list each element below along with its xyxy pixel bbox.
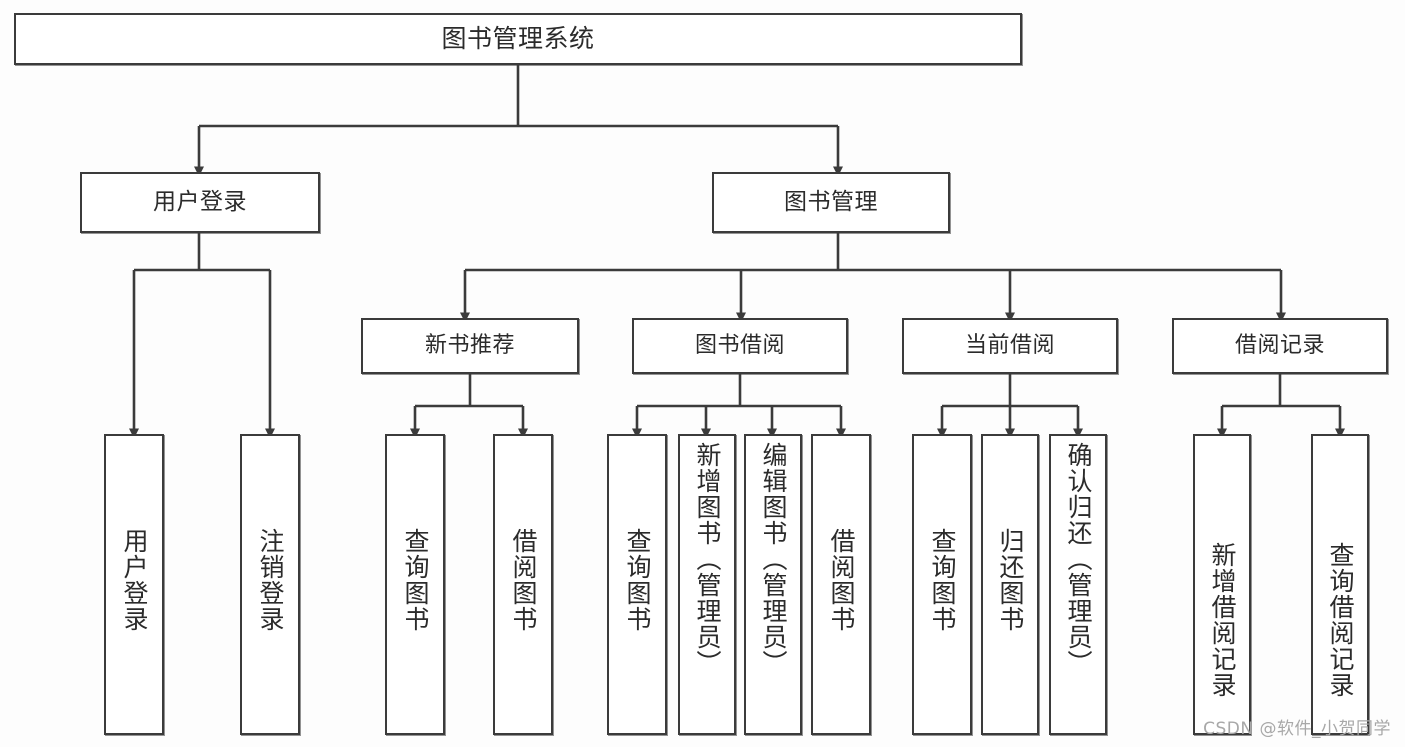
leaf-borrow-records-add[interactable]: 新增借阅记录 — [1193, 434, 1251, 735]
leaf-book-borrow-borrow[interactable]: 借阅图书 — [811, 434, 871, 735]
leaf-borrow-records-query[interactable]: 查询借阅记录 — [1311, 434, 1369, 735]
leaf-user-login-logout[interactable]: 注销登录 — [240, 434, 300, 735]
leaf-current-borrow-confirm[interactable]: 确认归还（管理员） — [1049, 434, 1107, 735]
node-user-login-label: 用户登录 — [153, 189, 247, 216]
node-new-book-recommend[interactable]: 新书推荐 — [361, 318, 579, 374]
node-book-borrow-label: 图书借阅 — [694, 332, 785, 358]
node-current-borrow-label: 当前借阅 — [964, 332, 1055, 358]
node-root-system[interactable]: 图书管理系统 — [14, 13, 1022, 65]
leaf-new-book-borrow[interactable]: 借阅图书 — [493, 434, 553, 735]
leaf-borrow-records-query-label: 查询借阅记录 — [1326, 542, 1355, 698]
leaf-new-book-borrow-label: 借阅图书 — [509, 528, 538, 632]
leaf-current-borrow-confirm-label: 确认归还（管理员） — [1064, 442, 1093, 676]
leaf-borrow-records-add-label: 新增借阅记录 — [1208, 542, 1237, 698]
node-user-login[interactable]: 用户登录 — [80, 172, 320, 233]
leaf-new-book-query-label: 查询图书 — [401, 528, 430, 632]
leaf-book-borrow-edit[interactable]: 编辑图书（管理员） — [744, 434, 802, 735]
node-book-manage[interactable]: 图书管理 — [712, 172, 950, 233]
leaf-user-login-login[interactable]: 用户登录 — [104, 434, 164, 735]
leaf-current-borrow-query[interactable]: 查询图书 — [912, 434, 972, 735]
csdn-watermark: CSDN @软件_小贺同学 — [1203, 719, 1391, 739]
node-book-borrow[interactable]: 图书借阅 — [632, 318, 848, 374]
leaf-current-borrow-return[interactable]: 归还图书 — [981, 434, 1039, 735]
node-root-label: 图书管理系统 — [441, 23, 595, 53]
leaf-user-login-login-label: 用户登录 — [120, 528, 149, 632]
leaf-current-borrow-return-label: 归还图书 — [996, 528, 1025, 632]
leaf-new-book-query[interactable]: 查询图书 — [385, 434, 445, 735]
node-borrow-records-label: 借阅记录 — [1234, 332, 1325, 358]
leaf-book-borrow-add-label: 新增图书（管理员） — [693, 442, 722, 676]
leaf-book-borrow-query[interactable]: 查询图书 — [607, 434, 667, 735]
leaf-book-borrow-edit-label: 编辑图书（管理员） — [759, 442, 788, 676]
node-current-borrow[interactable]: 当前借阅 — [902, 318, 1118, 374]
leaf-current-borrow-query-label: 查询图书 — [928, 528, 957, 632]
node-new-book-recommend-label: 新书推荐 — [424, 332, 515, 358]
leaf-book-borrow-add[interactable]: 新增图书（管理员） — [678, 434, 736, 735]
leaf-book-borrow-query-label: 查询图书 — [623, 528, 652, 632]
leaf-user-login-logout-label: 注销登录 — [256, 528, 285, 632]
node-borrow-records[interactable]: 借阅记录 — [1172, 318, 1388, 374]
node-book-manage-label: 图书管理 — [784, 189, 878, 216]
leaf-book-borrow-borrow-label: 借阅图书 — [827, 528, 856, 632]
